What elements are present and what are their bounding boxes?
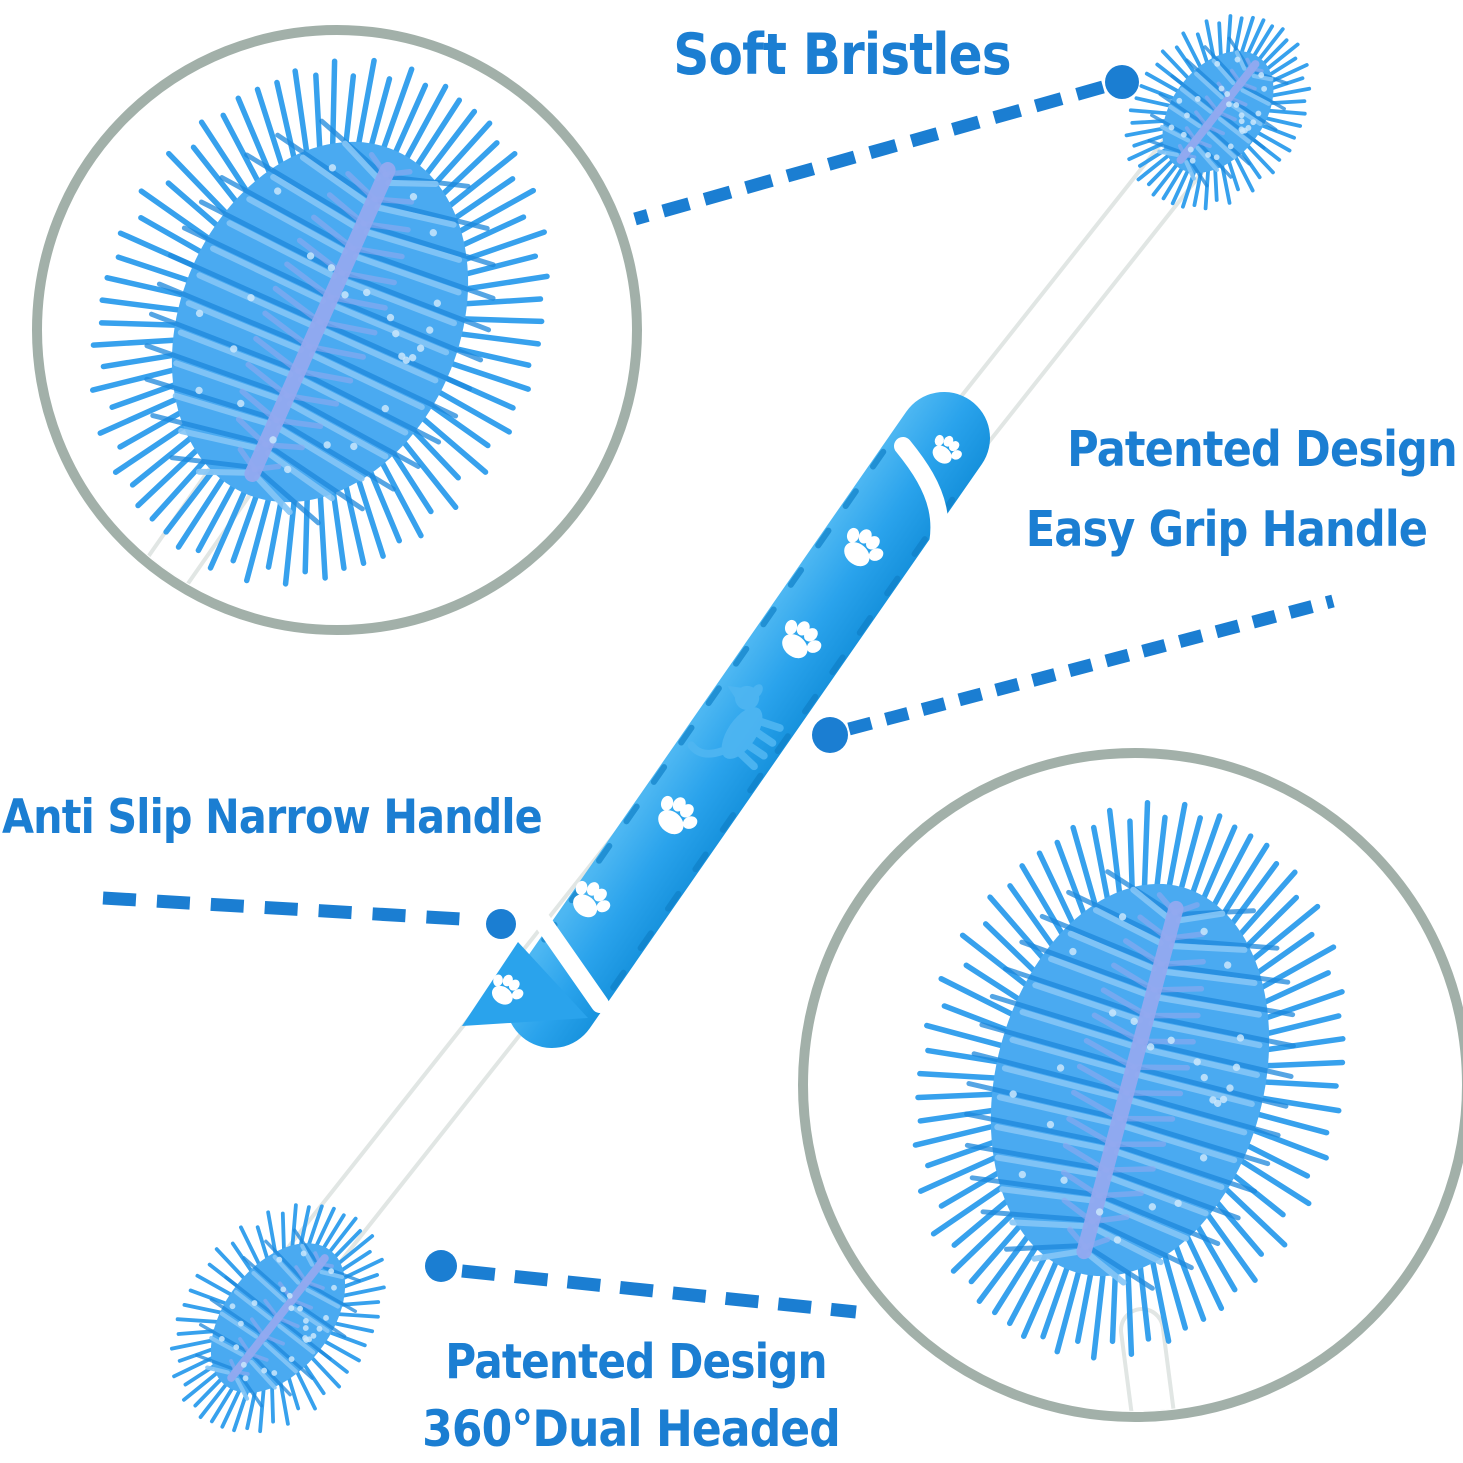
dual-headed-toothbrush <box>169 14 1312 1434</box>
grip-rib <box>665 890 682 912</box>
grip-rib <box>637 930 654 952</box>
paw-print-icon <box>932 434 962 464</box>
grip-rib <box>719 812 737 833</box>
magnifier-circle-left <box>32 25 642 635</box>
callouts <box>102 65 1335 1319</box>
grip-rib <box>610 969 627 991</box>
grip-bottom-tip <box>462 942 588 1026</box>
grip-rib <box>692 851 709 873</box>
magnifier-ring-left <box>32 25 642 635</box>
grip-rib <box>747 772 764 794</box>
grip-rib <box>787 567 805 588</box>
grip-rib <box>911 536 928 557</box>
grip-swoosh-top <box>894 437 949 589</box>
grip-rib <box>856 614 874 636</box>
patented-design-bottom-label: Patented Design <box>445 1334 827 1390</box>
patented-design-right-label: Patented Design <box>1067 421 1458 478</box>
paw-print-icon <box>782 619 822 659</box>
callout-line-anti-slip <box>102 891 479 927</box>
callout-dot-anti-slip <box>486 909 516 939</box>
callout-line-easy-grip <box>847 594 1335 736</box>
paw-print-icon <box>491 974 524 1005</box>
grip-rib <box>815 527 832 549</box>
grip-rib <box>596 842 613 864</box>
grip-rib <box>829 654 846 676</box>
handle-neck-magnified-right <box>1123 1311 1174 1411</box>
grip-rib <box>884 575 901 597</box>
soft-bristles-label: Soft Bristles <box>673 22 1011 88</box>
paw-print-icon <box>658 795 698 835</box>
brush-head-top <box>1124 14 1312 211</box>
grip-rib <box>678 724 695 746</box>
grip-rib <box>650 764 668 785</box>
paw-print-icon <box>573 880 611 918</box>
grip-rib <box>801 693 819 715</box>
easy-grip-handle-label: Easy Grip Handle <box>1025 501 1428 558</box>
grip-swoosh-bottom <box>531 909 609 1013</box>
paw-print-icon <box>844 527 884 567</box>
magnifier-circle-right <box>798 748 1463 1422</box>
callout-line-soft-bristles <box>633 80 1105 226</box>
grip-rib <box>705 685 722 707</box>
anti-slip-narrow-handle-label: Anti Slip Narrow Handle <box>2 790 543 845</box>
grip-rib <box>760 606 777 628</box>
grip-rib <box>733 645 750 667</box>
magnifier-ring-right <box>798 748 1463 1422</box>
brush-head-bottom <box>169 1203 386 1434</box>
callout-line-dual-headed <box>461 1264 857 1319</box>
grip-rib <box>623 803 640 825</box>
grip-rib <box>774 733 791 755</box>
callout-dot-dual-headed <box>425 1250 457 1282</box>
magnified-brush-head-right <box>912 799 1346 1361</box>
grip-rib <box>869 448 887 470</box>
dog-silhouette-icon <box>687 684 784 771</box>
callout-dot-soft-bristles <box>1105 65 1139 99</box>
dual-headed-label: 360°Dual Headed <box>422 1400 841 1458</box>
grip-rib <box>842 488 859 509</box>
magnified-brush-head-left <box>89 57 550 587</box>
callout-dot-easy-grip <box>812 717 848 753</box>
